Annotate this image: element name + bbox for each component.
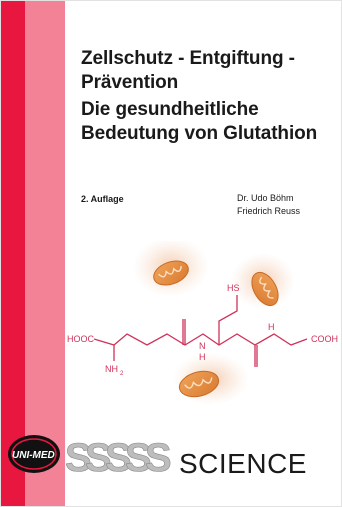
author-name: Dr. Udo Böhm [237, 193, 294, 203]
amide-n-label: N [199, 341, 206, 351]
amide-h-label: H [199, 352, 206, 362]
title-line: Prävention [81, 72, 179, 93]
subtitle-line: Bedeutung von Glutathion [81, 123, 318, 144]
book-subtitle: Die gesundheitliche Bedeutung von Glutat… [81, 98, 317, 146]
hooc-label: HOOC [67, 334, 95, 344]
cover-bar-dark [1, 1, 25, 506]
uni-med-logo: UNI-MED [8, 435, 60, 473]
author-list: Dr. Udo Böhm Friedrich Reuss [237, 192, 300, 218]
author-name: Friedrich Reuss [237, 206, 301, 216]
cooh-label: COOH [311, 334, 338, 344]
svg-text:S: S [125, 436, 152, 480]
title-line: Zellschutz - Entgiftung - [81, 48, 295, 69]
svg-text:S: S [105, 436, 132, 480]
series-s-graphic: S S S S S [65, 436, 172, 481]
mitochondrion-icon [153, 260, 189, 286]
cover-illustration: HOOC COOH HS NH 2 N H H [67, 241, 338, 405]
svg-text:S: S [65, 436, 92, 480]
svg-text:S: S [85, 436, 112, 480]
book-title: Zellschutz - Entgiftung - Prävention [81, 47, 295, 95]
amide-h2-label: H [268, 322, 275, 332]
logo-text: UNI-MED [12, 450, 55, 461]
svg-text:S: S [145, 436, 172, 480]
mitochondrion-icon [178, 370, 220, 398]
series-title: SCIENCE [179, 448, 307, 479]
edition-label: 2. Auflage [81, 194, 124, 204]
amine-subscript: 2 [120, 371, 124, 377]
glutathione-molecule-icon [93, 295, 308, 367]
thiol-label: HS [227, 283, 240, 293]
amine-label: NH [105, 364, 118, 374]
cover-bar-light [25, 1, 65, 506]
mitochondrion-icon [251, 271, 279, 307]
subtitle-line: Die gesundheitliche [81, 99, 259, 120]
